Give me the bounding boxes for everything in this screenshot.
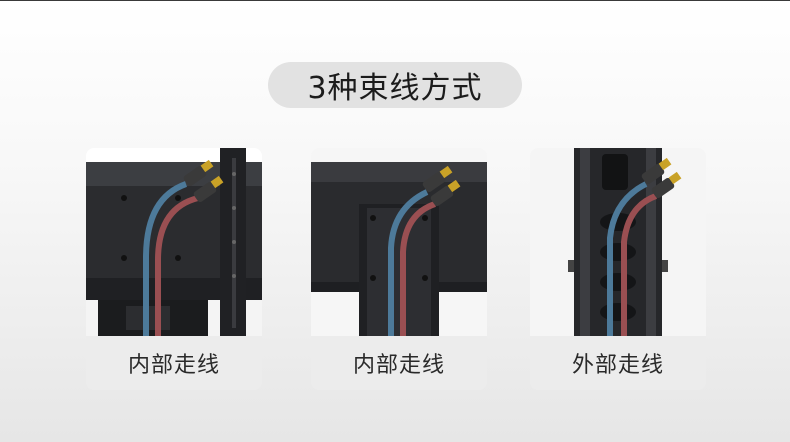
card-caption: 外部走线 [571,353,664,378]
bracket-photo-internal-1 [86,148,262,336]
section-title: 3种束线方式 [268,62,522,108]
card-caption: 内部走线 [127,353,220,378]
card-caption: 内部走线 [352,353,445,378]
bracket-photo-internal-2 [311,148,487,336]
top-divider [0,0,790,1]
bracket-photo-external [530,148,706,336]
routing-card-external: 外部走线 [530,148,706,390]
routing-card-internal-1: 内部走线 [86,148,262,390]
routing-card-internal-2: 内部走线 [311,148,487,390]
